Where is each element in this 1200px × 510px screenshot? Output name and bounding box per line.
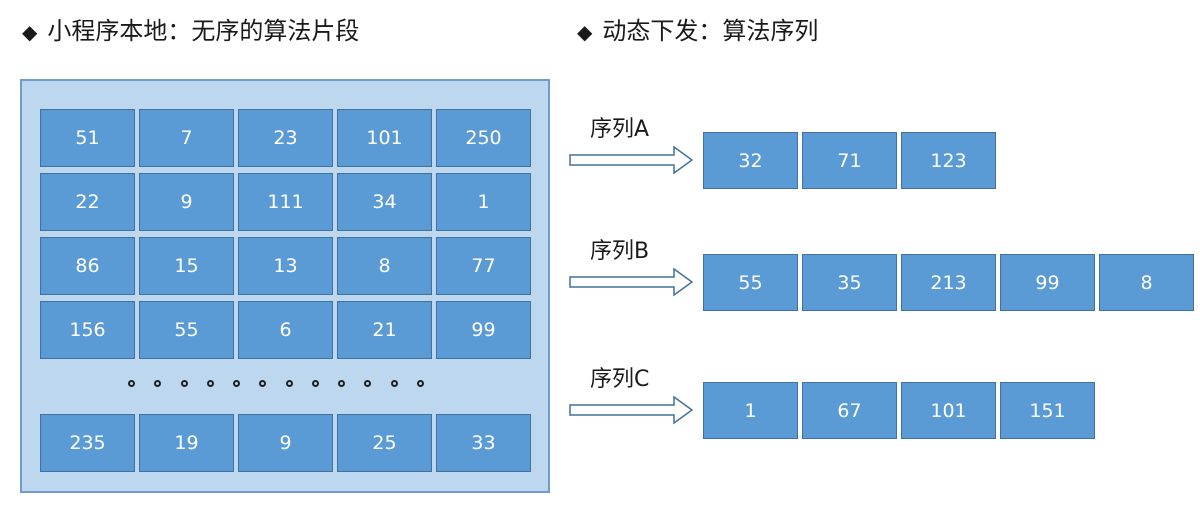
ellipsis-dot <box>233 380 241 387</box>
fragment-cell: 9 <box>238 414 333 472</box>
fragment-cell: 99 <box>436 301 531 359</box>
fragment-cell: 250 <box>436 109 531 167</box>
sequence-c-label: 序列C <box>590 367 650 392</box>
fragment-cell: 101 <box>337 109 432 167</box>
fragment-cell: 77 <box>436 237 531 295</box>
fragment-cell: 51 <box>40 109 135 167</box>
diamond-bullet-icon: ◆ <box>577 20 593 44</box>
heading-dynamic-dispatch: ◆ 动态下发：算法序列 <box>577 16 818 47</box>
fragment-cell: 7 <box>139 109 234 167</box>
fragment-cell: 55 <box>139 301 234 359</box>
fragment-cell: 33 <box>436 414 531 472</box>
sequence-cell: 101 <box>901 382 996 439</box>
ellipsis-dot <box>416 380 424 387</box>
ellipsis-dot <box>285 380 293 387</box>
ellipsis-dot <box>154 380 162 387</box>
fragment-cell: 21 <box>337 301 432 359</box>
ellipsis-dot <box>338 380 346 387</box>
sequence-cell: 67 <box>802 382 897 439</box>
fragment-cell: 86 <box>40 237 135 295</box>
fragment-cell: 6 <box>238 301 333 359</box>
sequence-cell: 99 <box>1000 254 1095 311</box>
ellipsis-dot <box>390 380 398 387</box>
ellipsis-dot <box>364 380 372 387</box>
sequence-cell: 71 <box>802 132 897 189</box>
heading-dynamic-dispatch-text: 动态下发：算法序列 <box>602 17 819 45</box>
ellipsis-dot <box>180 380 188 387</box>
sequence-cell: 8 <box>1099 254 1194 311</box>
ellipsis-dot <box>128 380 135 387</box>
sequence-cell: 213 <box>901 254 996 311</box>
ellipsis-dots <box>128 380 424 387</box>
fragment-cell: 34 <box>337 173 432 231</box>
ellipsis-dot <box>206 380 214 387</box>
heading-local-fragments-text: 小程序本地：无序的算法片段 <box>47 17 360 45</box>
fragment-cell: 15 <box>139 237 234 295</box>
diamond-bullet-icon: ◆ <box>22 20 38 44</box>
fragment-cell: 8 <box>337 237 432 295</box>
fragment-cell: 111 <box>238 173 333 231</box>
sequence-cell: 32 <box>703 132 798 189</box>
fragment-cell: 19 <box>139 414 234 472</box>
sequence-a-arrow-icon <box>569 145 694 175</box>
sequence-a-label: 序列A <box>590 117 650 142</box>
fragment-cell: 9 <box>139 173 234 231</box>
ellipsis-dot <box>311 380 319 387</box>
fragment-cell: 235 <box>40 414 135 472</box>
sequence-cell: 123 <box>901 132 996 189</box>
sequence-cell: 55 <box>703 254 798 311</box>
sequence-cell: 35 <box>802 254 897 311</box>
fragment-cell: 1 <box>436 173 531 231</box>
fragment-cell: 22 <box>40 173 135 231</box>
sequence-b-label: 序列B <box>590 239 650 264</box>
sequence-c-arrow-icon <box>569 395 694 425</box>
ellipsis-dot <box>259 380 267 387</box>
sequence-cell: 1 <box>703 382 798 439</box>
fragment-cell: 156 <box>40 301 135 359</box>
fragment-cell: 23 <box>238 109 333 167</box>
heading-local-fragments: ◆ 小程序本地：无序的算法片段 <box>22 16 359 47</box>
fragment-cell: 25 <box>337 414 432 472</box>
sequence-b-arrow-icon <box>569 267 694 297</box>
sequence-cell: 151 <box>1000 382 1095 439</box>
fragment-cell: 13 <box>238 237 333 295</box>
